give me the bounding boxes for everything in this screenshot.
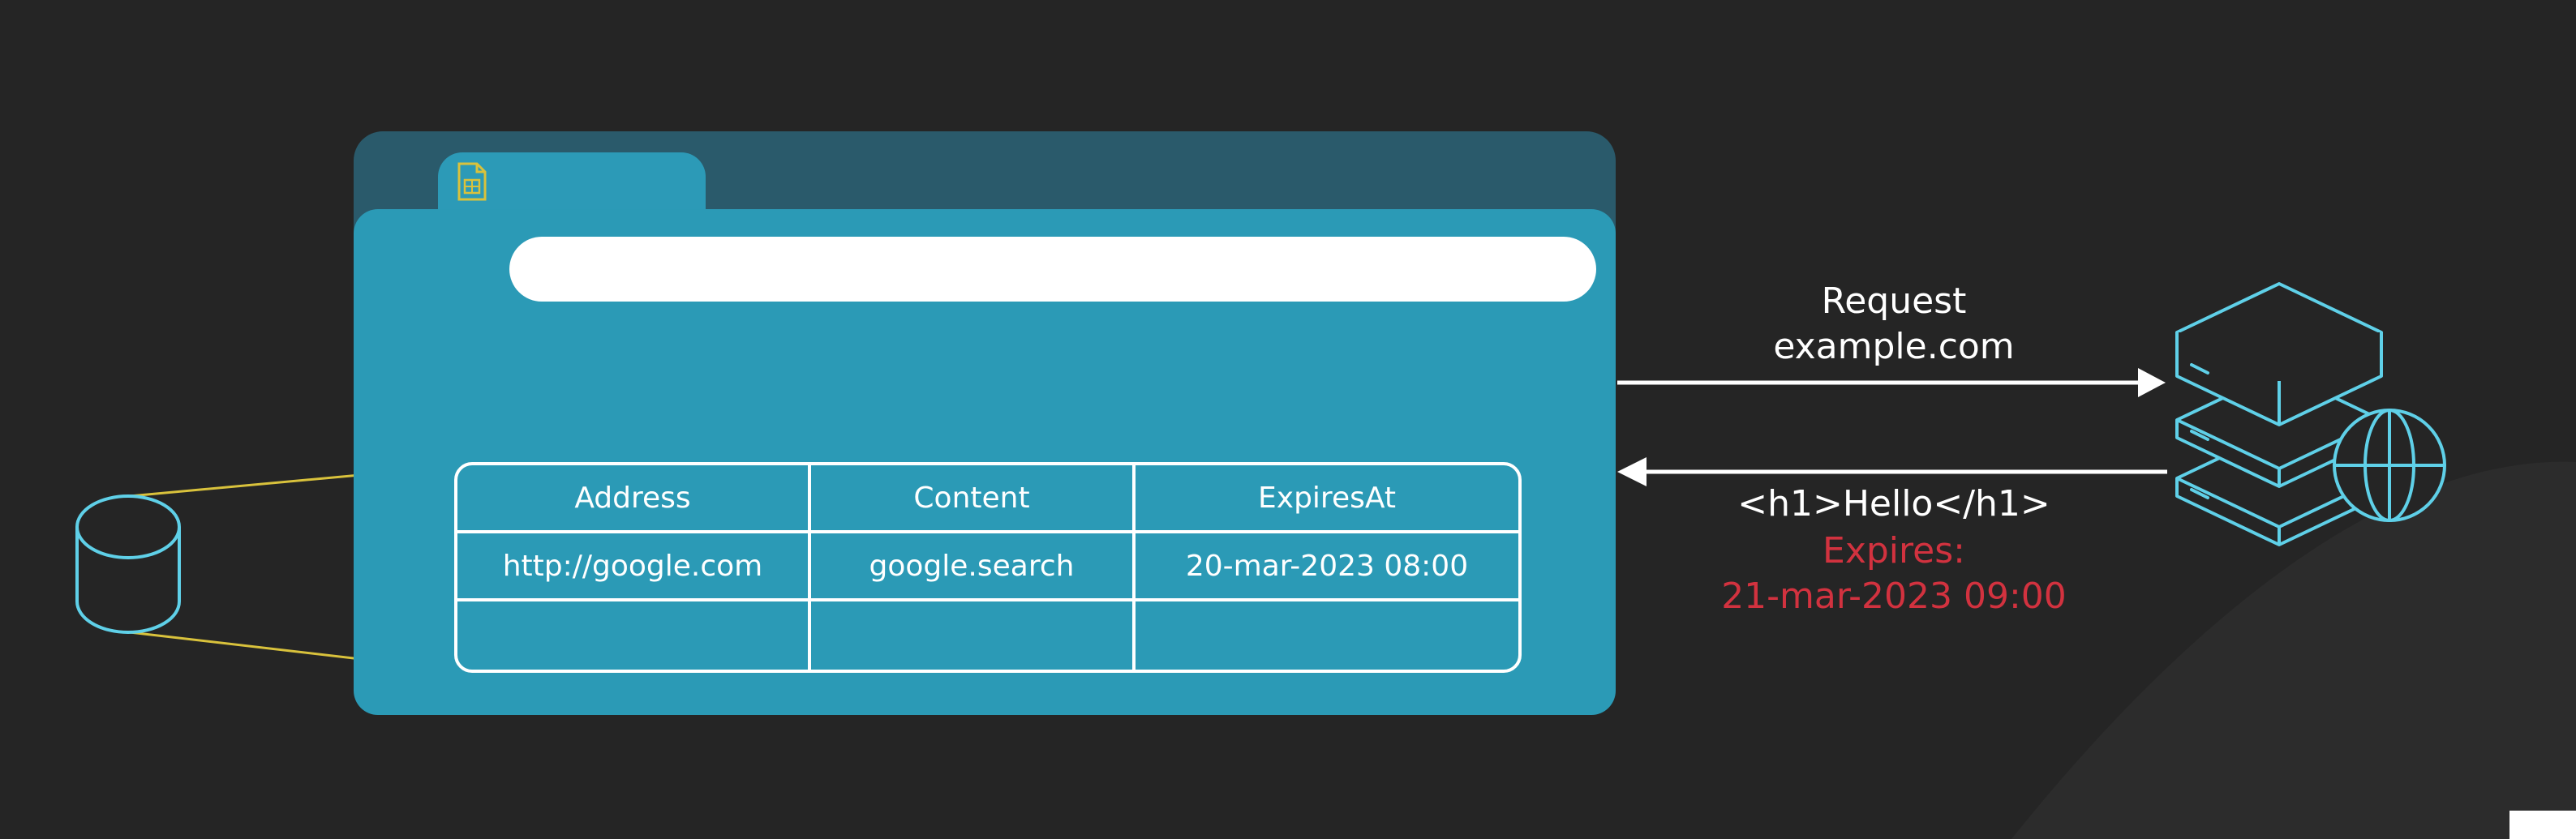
request-label-line1: Request <box>1821 280 1967 322</box>
table-cell-empty <box>457 601 811 670</box>
response-body-label: <h1>Hello</h1> <box>1737 483 2050 524</box>
table-cell-address: http://google.com <box>457 533 811 601</box>
request-url: example.com <box>1773 326 2015 367</box>
expires-label: Expires: 21-mar-2023 09:00 <box>1687 529 2101 619</box>
expires-label-text: Expires: <box>1823 530 1965 571</box>
table-cell-expires-at: 20-mar-2023 08:00 <box>1136 533 1518 601</box>
request-label: Request example.com <box>1719 279 2068 370</box>
table-cell-empty <box>811 601 1136 670</box>
table-cell-empty <box>1136 601 1518 670</box>
table-header-address: Address <box>457 465 811 533</box>
expires-value: 21-mar-2023 09:00 <box>1721 576 2067 617</box>
arrows <box>1617 368 2167 486</box>
table-header-content: Content <box>811 465 1136 533</box>
cache-table: Address Content ExpiresAt http://google.… <box>454 462 1522 673</box>
server-icon <box>2175 282 2446 546</box>
globe-icon <box>2333 409 2446 522</box>
table-cell-content: google.search <box>811 533 1136 601</box>
document-icon <box>457 162 487 201</box>
table-header-expires-at: ExpiresAt <box>1136 465 1518 533</box>
response-arrow <box>1617 457 2167 486</box>
request-arrow <box>1617 368 2166 397</box>
corner-mark <box>2509 811 2576 839</box>
address-bar[interactable] <box>509 237 1596 302</box>
